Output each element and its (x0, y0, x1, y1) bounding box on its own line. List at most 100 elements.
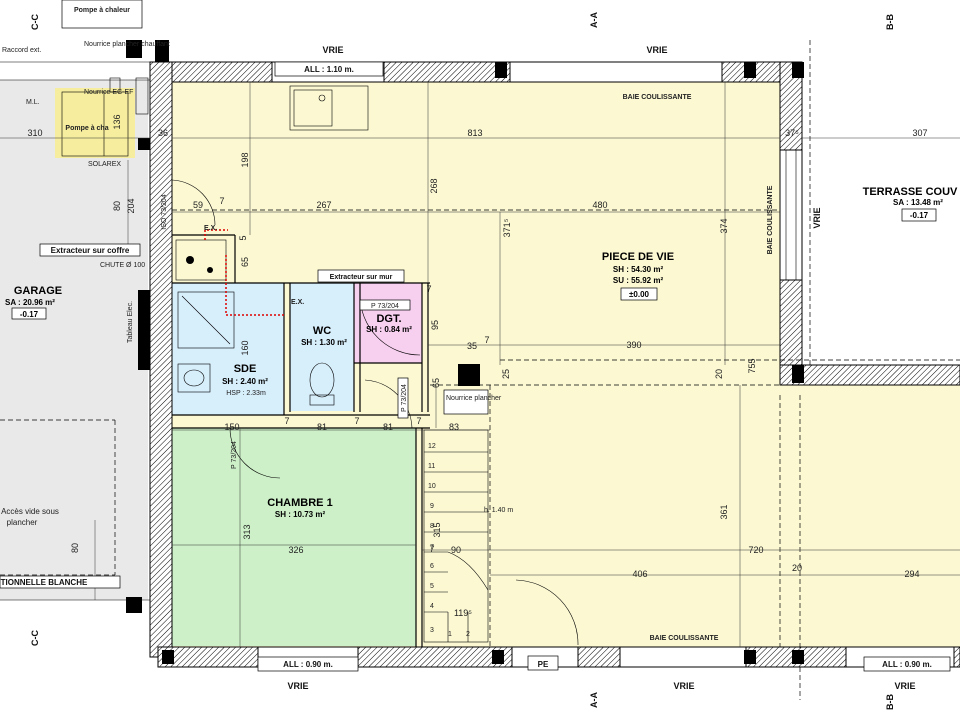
section-aa-top: A-A (589, 12, 599, 28)
stair-step: 6 (430, 563, 434, 570)
p73-chambre-label: P 73/204 (231, 441, 238, 469)
wc-fill (290, 283, 354, 411)
dim-136: 136 (112, 114, 122, 129)
stair-step: 2 (466, 631, 470, 638)
room-sa-terrasse: SA : 13.48 m² (893, 198, 943, 207)
dim-35: 35 (467, 341, 477, 351)
pompe-top-box (61, 0, 143, 29)
dim-313: 313 (242, 524, 252, 539)
dim-390: 390 (626, 340, 641, 350)
room-name-sde: SDE (234, 363, 257, 375)
room-name-garage: GARAGE (14, 285, 62, 297)
dim-198: 198 (240, 152, 250, 167)
level-garage-box (11, 307, 47, 320)
blanche-label: TIONNELLE BLANCHE (1, 578, 88, 587)
room-hsp-sde: HSP : 2.33m (226, 390, 266, 397)
room-su-piece-de-vie: SU : 55.92 m² (613, 276, 664, 285)
dim-36: 36 (158, 128, 168, 138)
level-terrasse-box (901, 208, 937, 222)
stair-step: 12 (428, 443, 436, 450)
dim-326: 326 (288, 545, 303, 555)
room-name-chambre: CHAMBRE 1 (267, 497, 332, 509)
dim-310: 310 (27, 128, 42, 138)
all-bottom-left-box (257, 656, 359, 672)
terrasse-top-fill (810, 40, 960, 365)
dim-80b: 80 (70, 543, 80, 553)
wall-right-mid (779, 364, 960, 386)
stair-step: 11 (428, 463, 435, 470)
nourrice-top-label: Nourrice plancher chauffant (84, 41, 170, 48)
chute-label: CHUTE Ø 100 (100, 262, 145, 269)
dim-374: 374 (719, 218, 729, 233)
all-top: ALL : 1.10 m. (304, 65, 354, 74)
all-bottom-left: ALL : 0.90 m. (283, 660, 333, 669)
vrie-bottom-right: VRIE (894, 681, 915, 691)
tableau-label: Tableau Elec. (127, 301, 134, 343)
window-top-baie (509, 61, 723, 83)
p73-stair-label: P 73/204 (401, 384, 408, 412)
dim-720: 720 (748, 545, 763, 555)
room-sh-wc: SH : 1.30 m² (301, 338, 347, 347)
dim-204: 204 (126, 198, 136, 213)
room-name-dgt: DGT. (376, 313, 401, 325)
dim-65b: 65 (431, 378, 441, 388)
room-sa-garage: SA : 20.96 m² (5, 298, 55, 307)
all-bottom-right: ALL : 0.90 m. (882, 660, 932, 669)
dim-160: 160 (240, 340, 250, 355)
pe-box (527, 655, 559, 671)
section-bb-top: B-B (885, 14, 895, 30)
stair-step: 9 (430, 503, 434, 510)
dim-59: 59 (193, 200, 203, 210)
dim-83: 83 (449, 422, 459, 432)
dgt-fill (354, 283, 422, 363)
dim-7g: 7 (429, 544, 434, 554)
ext-note-label: Raccord ext. (2, 47, 41, 54)
pe-label: PE (538, 660, 549, 669)
all-bottom-right-box (863, 656, 951, 672)
extracteur-coffre-label: Extracteur sur coffre (51, 246, 130, 255)
nourrice-stair-label: Nourrice plancher (446, 395, 502, 402)
extracteur-mur-label: Extracteur sur mur (330, 274, 393, 281)
dim-80a: 80 (112, 201, 122, 211)
dim-119: 119⁵ (454, 608, 472, 618)
dim-406: 406 (632, 569, 647, 579)
section-aa-bottom: A-A (589, 692, 599, 708)
vrie-bottom-mid: VRIE (673, 681, 694, 691)
dim-7a: 7 (219, 196, 224, 206)
dim-90: 90 (451, 545, 461, 555)
nourrice-stair-box (443, 389, 489, 415)
p73-dgt-label: P 73/204 (371, 303, 399, 310)
baie-right: BAIE COULISSANTE (767, 185, 774, 254)
chambre-fill (172, 428, 416, 646)
top-left-fill (55, 88, 135, 158)
terrasse-fill (780, 385, 960, 650)
dim-65: 65 (240, 257, 250, 267)
dim-7c: 7 (484, 335, 489, 345)
solarex-label: SOLAREX (88, 161, 121, 168)
p73-dgt-box (359, 299, 411, 311)
dim-813: 813 (467, 128, 482, 138)
dim-307: 307 (912, 128, 927, 138)
vrie-right: VRIE (812, 207, 822, 228)
dim-20b: 20 (792, 563, 802, 573)
pompe-inner-label: Pompe à cha (65, 125, 108, 132)
all-top-box (274, 61, 384, 77)
stair-step: 1 (448, 631, 452, 638)
dim-81b: 81 (383, 422, 393, 432)
wall-left (149, 61, 173, 658)
dim-268: 268 (429, 178, 439, 193)
dim-480: 480 (592, 200, 607, 210)
room-sh-chambre: SH : 10.73 m² (275, 510, 326, 519)
stair-step: 5 (430, 583, 434, 590)
dim-7e: 7 (354, 416, 359, 426)
stair-step: 7 (430, 544, 434, 551)
room-sh-sde: SH : 2.40 m² (222, 377, 268, 386)
room-sh-dgt: SH : 0.84 m² (366, 325, 412, 334)
extracteur-mur-box (317, 269, 405, 283)
vrie-top-left: VRIE (322, 45, 343, 55)
room-name-wc: WC (313, 325, 331, 337)
dim-755: 755 (747, 358, 757, 373)
dim-150: 150 (224, 422, 239, 432)
garage-fill (0, 80, 148, 600)
dim-37: 37⁵ (785, 128, 799, 138)
